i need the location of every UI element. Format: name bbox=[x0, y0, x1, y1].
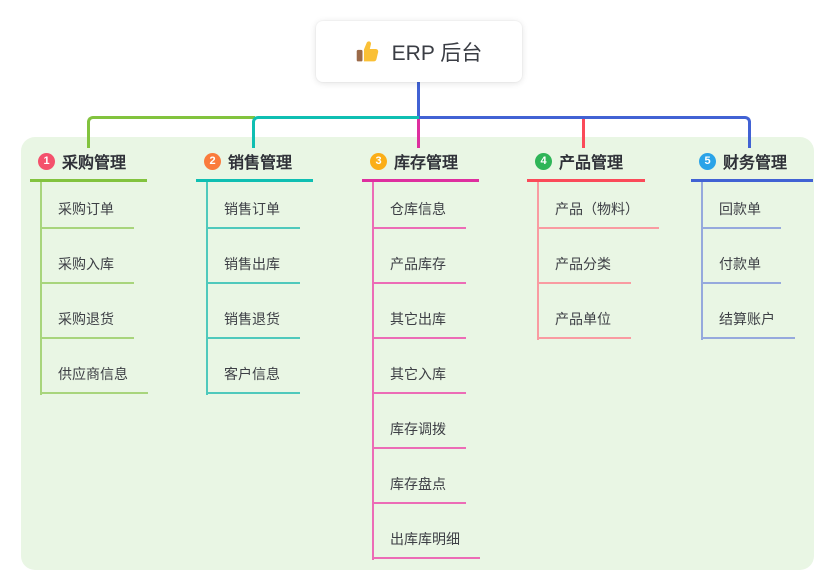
child-node[interactable]: 产品（物料） bbox=[537, 179, 659, 229]
child-node[interactable]: 产品分类 bbox=[537, 234, 631, 284]
branch-header-库存管理[interactable]: 3 库存管理 bbox=[362, 149, 479, 182]
child-node[interactable]: 销售订单 bbox=[206, 179, 300, 229]
branch5-connector-line bbox=[419, 116, 751, 148]
child-node[interactable]: 客户信息 bbox=[206, 344, 300, 394]
branch-number-badge: 3 bbox=[370, 152, 387, 170]
root-node[interactable]: ERP 后台 bbox=[316, 21, 522, 82]
child-node[interactable]: 采购入库 bbox=[40, 234, 134, 284]
branch-number-badge: 4 bbox=[535, 152, 552, 170]
branch-label: 产品管理 bbox=[559, 155, 624, 172]
child-node[interactable]: 付款单 bbox=[701, 234, 781, 284]
branch-children-销售管理: 销售订单销售出库销售退货客户信息 bbox=[206, 179, 300, 399]
branch-label: 销售管理 bbox=[228, 155, 293, 172]
child-node[interactable]: 结算账户 bbox=[701, 289, 795, 339]
branch-header-采购管理[interactable]: 1 采购管理 bbox=[30, 149, 147, 182]
branch-child-connector-line bbox=[537, 179, 539, 340]
child-node[interactable]: 库存调拨 bbox=[372, 399, 466, 449]
child-node[interactable]: 销售退货 bbox=[206, 289, 300, 339]
branch-header-财务管理[interactable]: 5 财务管理 bbox=[691, 149, 813, 182]
branch-label: 库存管理 bbox=[394, 155, 459, 172]
branches-background-panel bbox=[21, 137, 814, 570]
root-title: ERP 后台 bbox=[391, 41, 483, 65]
branch-children-库存管理: 仓库信息产品库存其它出库其它入库库存调拨库存盘点出库库明细 bbox=[372, 179, 480, 564]
child-node[interactable]: 回款单 bbox=[701, 179, 781, 229]
child-node[interactable]: 出库库明细 bbox=[372, 509, 480, 559]
root-stem-line bbox=[417, 82, 420, 119]
branch4-connector-line bbox=[582, 119, 585, 148]
branch3-connector-line bbox=[417, 119, 420, 148]
branch-children-产品管理: 产品（物料）产品分类产品单位 bbox=[537, 179, 659, 344]
branch-label: 财务管理 bbox=[723, 155, 788, 172]
branch-header-销售管理[interactable]: 2 销售管理 bbox=[196, 149, 313, 182]
thumbs-up-icon bbox=[356, 40, 378, 61]
child-node[interactable]: 其它入库 bbox=[372, 344, 466, 394]
branch-number-badge: 5 bbox=[699, 152, 716, 170]
child-node[interactable]: 采购订单 bbox=[40, 179, 134, 229]
child-node[interactable]: 产品单位 bbox=[537, 289, 631, 339]
child-node[interactable]: 产品库存 bbox=[372, 234, 466, 284]
branch-child-connector-line bbox=[701, 179, 703, 340]
branch-children-采购管理: 采购订单采购入库采购退货供应商信息 bbox=[40, 179, 148, 399]
branch1-connector-line bbox=[87, 116, 255, 148]
branch-number-badge: 2 bbox=[204, 152, 221, 170]
child-node[interactable]: 供应商信息 bbox=[40, 344, 148, 394]
child-node[interactable]: 采购退货 bbox=[40, 289, 134, 339]
branch-child-connector-line bbox=[372, 179, 374, 560]
branch2-connector-line bbox=[252, 116, 419, 148]
branch-child-connector-line bbox=[206, 179, 208, 395]
branch-number-badge: 1 bbox=[38, 152, 55, 170]
branch-children-财务管理: 回款单付款单结算账户 bbox=[701, 179, 795, 344]
child-node[interactable]: 其它出库 bbox=[372, 289, 466, 339]
child-node[interactable]: 库存盘点 bbox=[372, 454, 466, 504]
child-node[interactable]: 销售出库 bbox=[206, 234, 300, 284]
child-node[interactable]: 仓库信息 bbox=[372, 179, 466, 229]
branch-header-产品管理[interactable]: 4 产品管理 bbox=[527, 149, 645, 182]
branch-child-connector-line bbox=[40, 179, 42, 395]
branch-label: 采购管理 bbox=[62, 155, 127, 172]
